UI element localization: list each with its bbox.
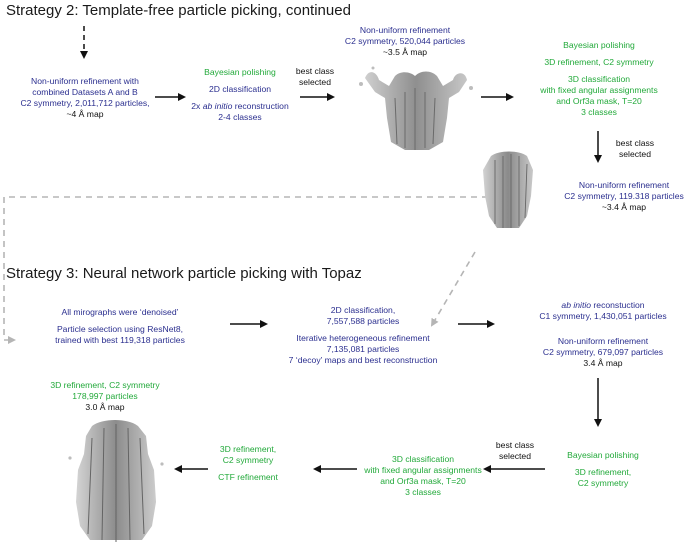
polish-line4: 2-4 classes: [218, 112, 262, 122]
denoise-particle-selection: All mirographs were ‘denoised’ Particle …: [55, 307, 185, 345]
nu1-line3: C2 symmetry, 2,011,712 particles,: [20, 98, 150, 108]
abinitio-reconstruction: ab initio reconstuction C1 symmetry, 1,4…: [539, 300, 667, 321]
polish-line2: 2D classification: [208, 84, 272, 94]
density-map-3.0A: [68, 420, 164, 542]
class3d-final: 3D classification with fixed angular ass…: [364, 454, 482, 497]
density-map-3.5A: [359, 66, 473, 150]
polish-line1: Bayesian polishing: [204, 67, 276, 77]
density-map-3.4A: [483, 151, 533, 228]
nu-refine-datasets-ab: Non-uniform refinement with combined Dat…: [0, 76, 170, 120]
ctf-refinement: 3D refinement, C2 symmetry CTF refinemen…: [218, 444, 278, 482]
strategy2-title: Strategy 2: Template-free particle picki…: [6, 2, 351, 19]
best-class-label-3: best class selected: [495, 440, 535, 461]
nu1-line1: Non-uniform refinement with: [31, 76, 139, 86]
nu1-line2: combined Datasets A and B: [32, 87, 138, 97]
nu-refine-679k: Non-uniform refinement C2 symmetry, 679,…: [542, 336, 664, 368]
nu-refine-520k: Non-uniform refinement C2 symmetry, 520,…: [344, 25, 466, 57]
best-class-label-2: best class selected: [615, 138, 655, 159]
class2d-heterogeneous: 2D classification, 7,557,588 particles I…: [288, 305, 438, 365]
best-class-label-1: best class selected: [295, 66, 335, 87]
dashed-connector-left: [3, 196, 488, 344]
polish-2d-classification: Bayesian polishing 2D classification 2x …: [180, 67, 300, 123]
dashed-connector-diagonal: [430, 251, 476, 327]
polish-final: Bayesian polishing 3D refinement, C2 sym…: [567, 450, 639, 488]
polish-3d-classification: Bayesian polishing 3D refinement, C2 sym…: [540, 40, 658, 117]
polish-line3: 2x ab initio reconstruction: [191, 101, 289, 111]
nu-refine-119k: Non-uniform refinement C2 symmetry, 119.…: [564, 180, 684, 212]
final-3d-refinement: 3D refinement, C2 symmetry 178,997 parti…: [50, 380, 160, 412]
nu1-map-res: ~4 Å map: [66, 109, 104, 119]
strategy3-title: Strategy 3: Neural network particle pick…: [6, 265, 362, 282]
